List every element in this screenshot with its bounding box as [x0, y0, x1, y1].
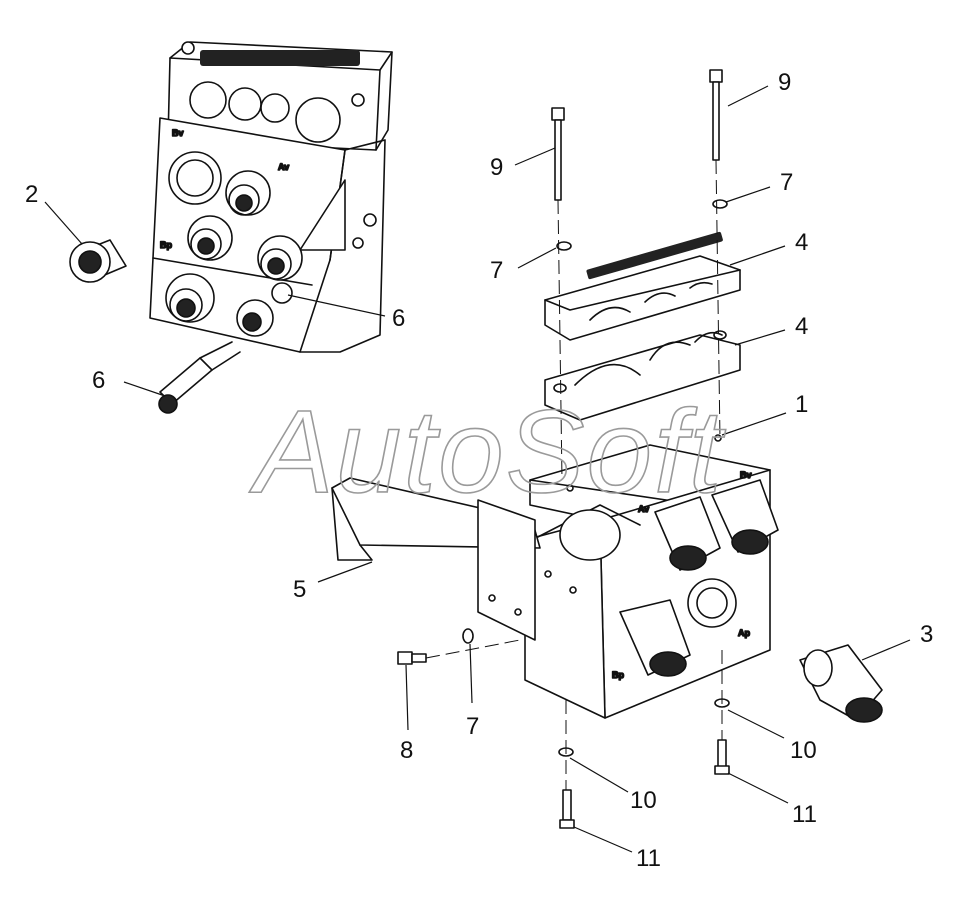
callout-1: 1	[795, 391, 808, 418]
callout-7-right: 7	[780, 169, 793, 196]
part-7-washer-right	[712, 199, 728, 209]
part-7-washer-bracket	[462, 628, 474, 644]
lower-valve-block: Av Bv Ap Bp	[524, 434, 779, 719]
part-2-plug	[69, 239, 127, 283]
upper-fitting-2	[257, 235, 303, 281]
watermark-logo: AutoSoft	[249, 386, 726, 518]
callout-7-bracket: 7	[466, 713, 479, 740]
part-6-banjo-bolt	[158, 341, 241, 414]
callout-2: 2	[25, 181, 38, 208]
assembly-centerlines	[425, 159, 723, 790]
part-11-screw-left	[559, 789, 575, 829]
port-label-upper-av: Av	[278, 162, 289, 172]
callout-9-right: 9	[778, 69, 791, 96]
callout-numbers: 1 2 3 4 4 5 6 6 7 7 7 8 9 9 10 10 11 11	[25, 69, 933, 872]
callout-4-top: 4	[795, 229, 808, 256]
callout-6-lower: 6	[92, 367, 105, 394]
upper-fitting-bp	[187, 215, 233, 261]
port-label-upper-bp: Bp	[160, 240, 172, 250]
callout-10-right: 10	[790, 737, 817, 764]
part-9-bolt-right	[709, 69, 723, 161]
callout-6-upper: 6	[392, 305, 405, 332]
port-label-lower-bv: Bv	[740, 470, 752, 480]
part-4-clamp-lower	[544, 330, 741, 421]
callout-8: 8	[400, 737, 413, 764]
callout-9-left: 9	[490, 154, 503, 181]
callout-7-left: 7	[490, 257, 503, 284]
part-7-washer-left	[556, 241, 572, 251]
upper-valve-assembly: Bv Av Bp	[149, 41, 393, 353]
upper-fitting-6	[236, 299, 274, 337]
lower-fitting-bp	[619, 599, 691, 677]
port-label-upper-bv: Bv	[172, 128, 184, 138]
callout-5: 5	[293, 576, 306, 603]
callout-3: 3	[920, 621, 933, 648]
upper-fitting-av	[225, 170, 271, 216]
clamp-brand-strip	[200, 50, 360, 66]
callout-10-left: 10	[630, 787, 657, 814]
part-8-screw	[397, 651, 427, 665]
callout-11-left: 11	[636, 845, 661, 872]
port-label-lower-ap: Ap	[738, 628, 750, 638]
part-3-elbow-fitting	[799, 644, 883, 723]
lower-fitting-bv	[711, 479, 779, 555]
part-9-bolt-left	[551, 107, 565, 201]
part-5-bracket	[331, 477, 541, 641]
port-label-lower-av: Av	[638, 504, 649, 514]
port-label-lower-bp: Bp	[612, 670, 624, 680]
leader-lines	[44, 85, 911, 853]
callout-4-bottom: 4	[795, 313, 808, 340]
upper-fitting-3	[165, 273, 215, 323]
lower-port-ap	[687, 578, 737, 628]
lower-fitting-av	[654, 496, 721, 571]
part-11-screw-right	[714, 739, 730, 775]
callout-11-right: 11	[792, 801, 817, 828]
part-4-clamp-upper	[544, 231, 741, 341]
